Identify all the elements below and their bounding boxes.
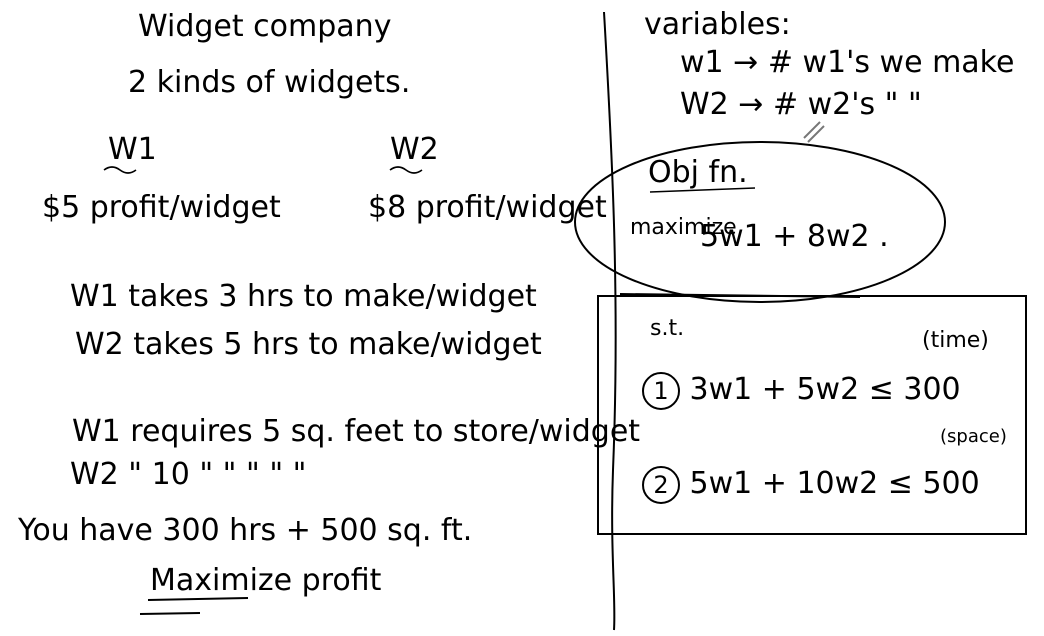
- w2-column-label: W2: [390, 132, 439, 167]
- constraint-2-number: 2: [642, 466, 680, 504]
- w2-time-text: W2 takes 5 hrs to make/widget: [75, 327, 542, 362]
- constraint-1-number: 1: [642, 372, 680, 410]
- constraint-2-expression: 5w1 + 10w2 ≤ 500: [689, 466, 980, 501]
- w2-profit-text: $8 profit/widget: [368, 190, 607, 225]
- maximize-label: maximize: [630, 215, 737, 240]
- constraint-1-expression: 3w1 + 5w2 ≤ 300: [689, 372, 961, 407]
- subject-to-label: s.t.: [650, 316, 685, 341]
- w2-space-text: W2 " 10 " " " " ": [70, 457, 307, 492]
- page-title: Widget company: [138, 9, 392, 44]
- constraint-2-row: 2 5w1 + 10w2 ≤ 500: [642, 466, 980, 504]
- w1-space-text: W1 requires 5 sq. feet to store/widget: [72, 414, 641, 449]
- w1-time-text: W1 takes 3 hrs to make/widget: [70, 279, 537, 314]
- variable-w1-definition: w1 → # w1's we make: [680, 45, 1015, 80]
- objective-expression: 5w1 + 8w2 .: [700, 219, 889, 254]
- w2-label-underline: [389, 166, 423, 174]
- pencil-cursor-icon: [803, 121, 825, 143]
- objective-function-ellipse: [574, 141, 946, 303]
- constraint-1-tag: (time): [922, 328, 989, 353]
- variable-w2-definition: W2 → # w2's " ": [680, 87, 922, 122]
- resources-text: You have 300 hrs + 500 sq. ft.: [18, 513, 473, 548]
- w1-label-underline: [103, 166, 137, 174]
- obj-fn-underline: [649, 187, 756, 193]
- w1-column-label: W1: [108, 132, 157, 167]
- subtitle: 2 kinds of widgets.: [128, 65, 411, 100]
- variables-heading: variables:: [644, 7, 791, 42]
- objective-heading: Obj fn.: [648, 155, 748, 190]
- goal-text: Maximize profit: [150, 563, 382, 598]
- w1-profit-text: $5 profit/widget: [42, 190, 281, 225]
- maximize-underline: [147, 597, 249, 601]
- maximize-underline-second: [139, 612, 201, 615]
- vertical-divider-line: [603, 11, 617, 631]
- box-top-extra-stroke: [619, 293, 861, 298]
- constraint-1-row: 1 3w1 + 5w2 ≤ 300: [642, 372, 961, 410]
- constraint-2-tag: (space): [940, 426, 1007, 447]
